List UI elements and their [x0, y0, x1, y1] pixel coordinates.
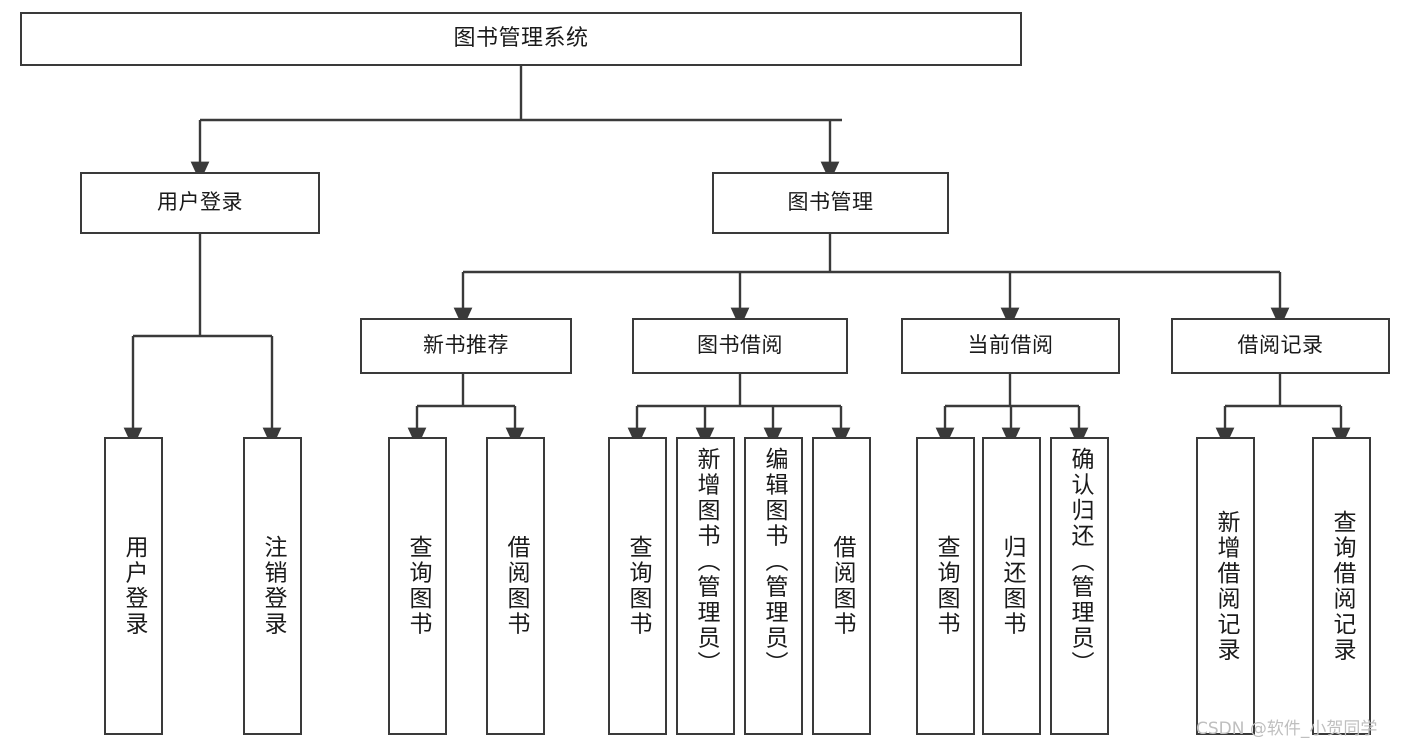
node-current-borrow[interactable]: 当前借阅 — [901, 318, 1120, 374]
node-label: 用户登录 — [121, 535, 147, 637]
node-label: 查询图书 — [933, 535, 959, 637]
leaf-borrow-book[interactable]: 借阅图书 — [812, 437, 871, 735]
leaf-query-book-borrow[interactable]: 查询图书 — [608, 437, 667, 735]
leaf-query-borrow-record[interactable]: 查询借阅记录 — [1312, 437, 1371, 735]
leaf-query-book-current[interactable]: 查询图书 — [916, 437, 975, 735]
watermark-text: CSDN @软件_小贺同学 — [1196, 719, 1378, 739]
node-label: 借阅图书 — [829, 535, 855, 637]
node-label: 注销登录 — [260, 535, 286, 637]
node-label: 新书推荐 — [423, 333, 509, 358]
node-label: 图书借阅 — [697, 333, 783, 358]
node-label: 图书管理系统 — [453, 25, 589, 51]
node-label: 编辑图书（管理员） — [761, 447, 787, 677]
leaf-add-book-admin[interactable]: 新增图书（管理员） — [676, 437, 735, 735]
node-label: 归还图书 — [999, 535, 1025, 637]
node-label: 查询图书 — [405, 535, 431, 637]
node-label: 新增借阅记录 — [1213, 509, 1239, 663]
leaf-edit-book-admin[interactable]: 编辑图书（管理员） — [744, 437, 803, 735]
node-new-book-recommend[interactable]: 新书推荐 — [360, 318, 572, 374]
node-label: 确认归还（管理员） — [1067, 447, 1093, 677]
leaf-logout[interactable]: 注销登录 — [243, 437, 302, 735]
node-root-system[interactable]: 图书管理系统 — [20, 12, 1022, 66]
node-label: 借阅图书 — [503, 535, 529, 637]
leaf-user-login[interactable]: 用户登录 — [104, 437, 163, 735]
leaf-borrow-book-recommend[interactable]: 借阅图书 — [486, 437, 545, 735]
node-label: 用户登录 — [157, 190, 243, 215]
leaf-return-book[interactable]: 归还图书 — [982, 437, 1041, 735]
leaf-query-book-recommend[interactable]: 查询图书 — [388, 437, 447, 735]
node-user-login[interactable]: 用户登录 — [80, 172, 320, 234]
node-label: 借阅记录 — [1237, 333, 1324, 358]
node-label: 查询图书 — [625, 535, 651, 637]
node-label: 当前借阅 — [967, 333, 1054, 358]
node-book-borrow[interactable]: 图书借阅 — [632, 318, 848, 374]
node-label: 查询借阅记录 — [1329, 509, 1355, 663]
node-borrow-record[interactable]: 借阅记录 — [1171, 318, 1390, 374]
node-book-management[interactable]: 图书管理 — [712, 172, 949, 234]
node-label: 新增图书（管理员） — [693, 447, 719, 677]
node-label: 图书管理 — [787, 190, 874, 215]
leaf-add-borrow-record[interactable]: 新增借阅记录 — [1196, 437, 1255, 735]
leaf-confirm-return-admin[interactable]: 确认归还（管理员） — [1050, 437, 1109, 735]
